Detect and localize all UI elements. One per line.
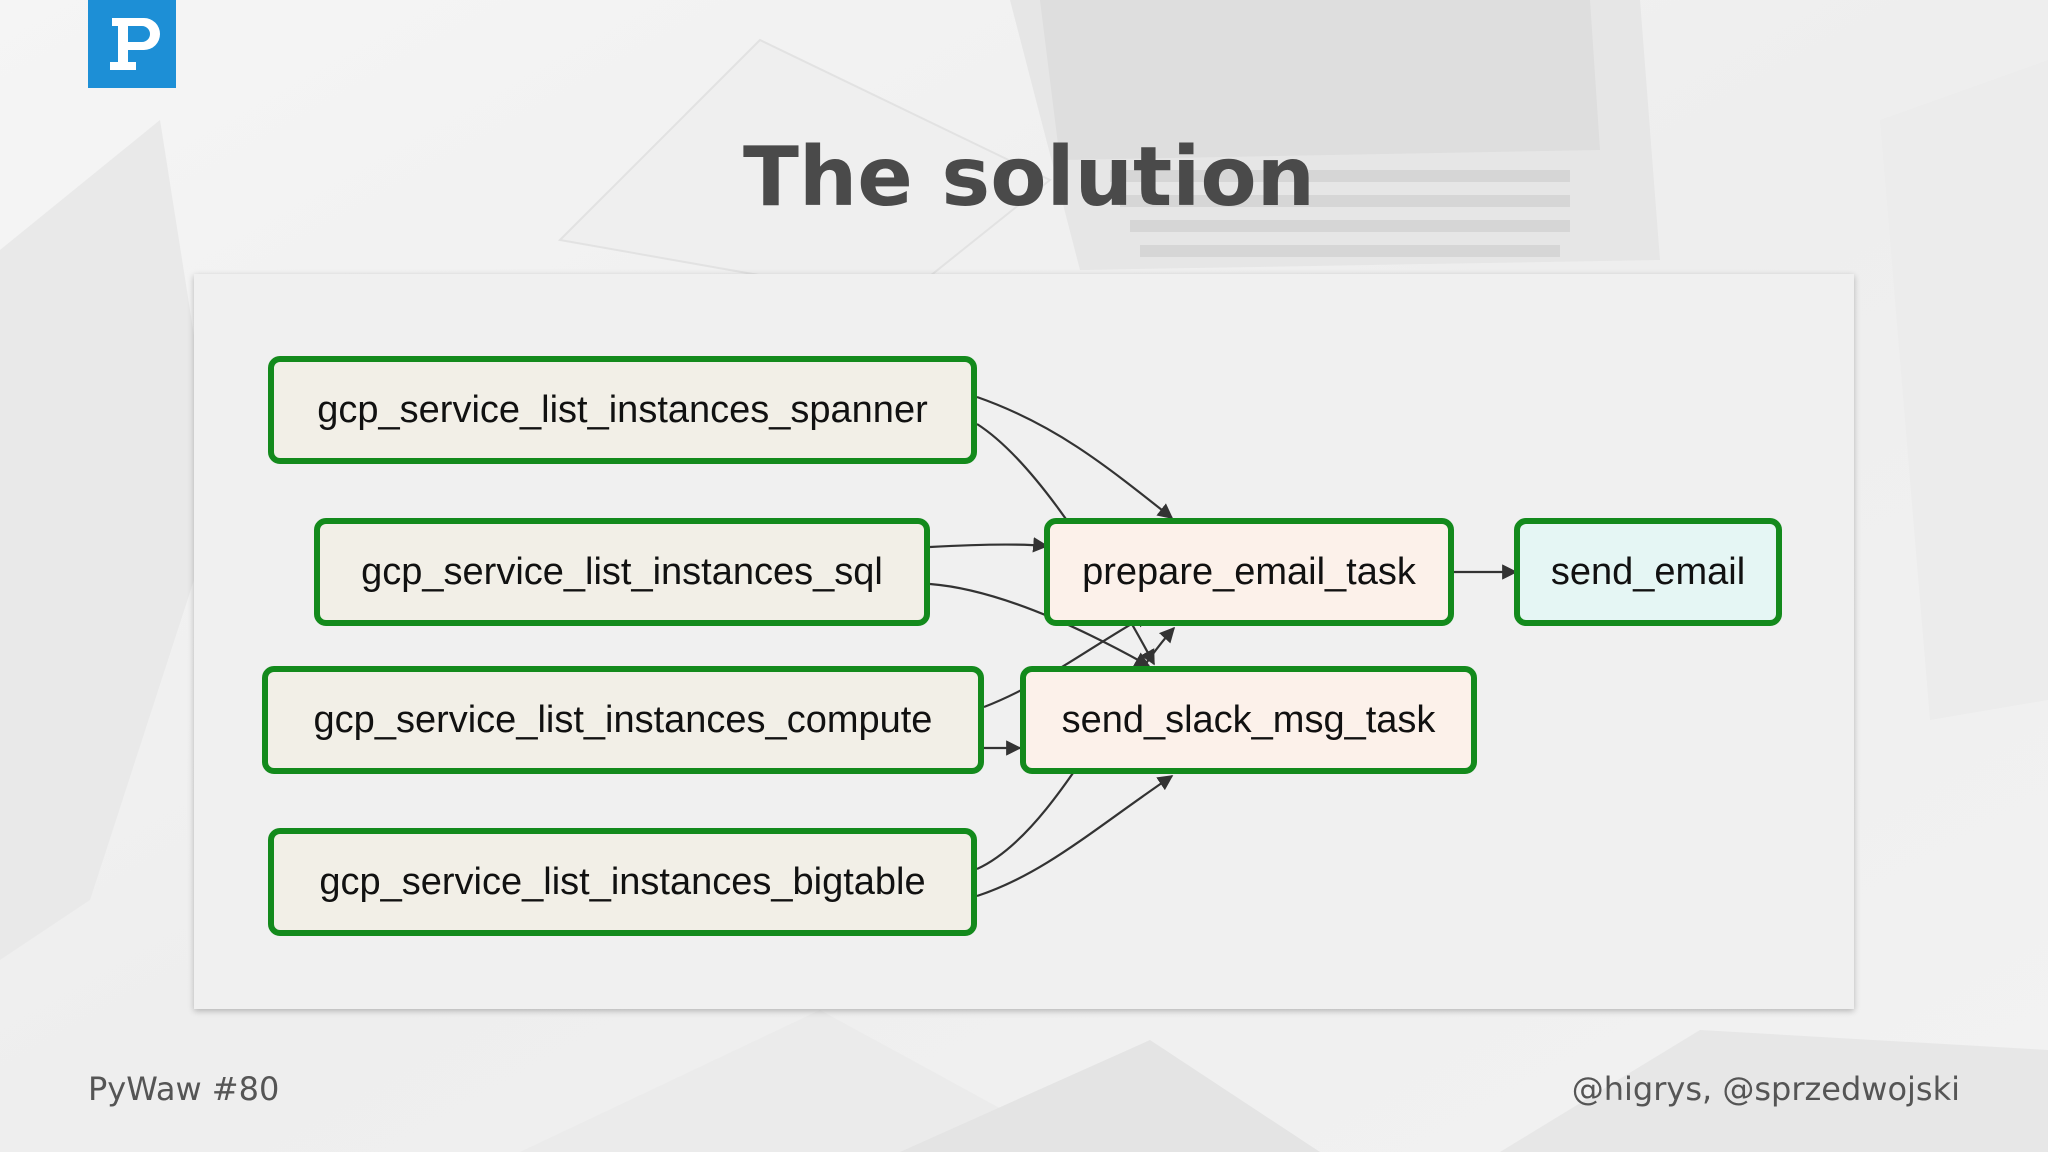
- node-spanner[interactable]: gcp_service_list_instances_spanner: [268, 356, 977, 464]
- node-label: gcp_service_list_instances_compute: [313, 698, 933, 741]
- node-label: gcp_service_list_instances_bigtable: [319, 860, 926, 903]
- node-label: send_email: [1550, 550, 1746, 593]
- slide-title: The solution: [742, 130, 1316, 225]
- node-prepare-email-task[interactable]: prepare_email_task: [1044, 518, 1454, 626]
- dag-graph-panel: gcp_service_list_instances_spanner gcp_s…: [194, 274, 1854, 1009]
- authors-handles: @higrys, @sprzedwojski: [1571, 1070, 1960, 1108]
- node-label: send_slack_msg_task: [1061, 698, 1436, 741]
- node-label: gcp_service_list_instances_sql: [361, 550, 883, 593]
- node-compute[interactable]: gcp_service_list_instances_compute: [262, 666, 984, 774]
- node-label: gcp_service_list_instances_spanner: [317, 388, 928, 431]
- edge-sql-prepare: [929, 537, 1049, 553]
- pywaw-logo-icon: [88, 0, 176, 88]
- edge-sql-slack: [929, 582, 1151, 667]
- node-label: prepare_email_task: [1082, 550, 1416, 593]
- node-bigtable[interactable]: gcp_service_list_instances_bigtable: [268, 828, 977, 936]
- node-send-email[interactable]: send_email: [1514, 518, 1782, 626]
- edge-spanner-prepare: [976, 395, 1174, 519]
- node-sql[interactable]: gcp_service_list_instances_sql: [314, 518, 930, 626]
- event-label: PyWaw #80: [88, 1070, 280, 1108]
- node-send-slack-msg-task[interactable]: send_slack_msg_task: [1020, 666, 1477, 774]
- edge-bigtable-slack: [976, 775, 1174, 898]
